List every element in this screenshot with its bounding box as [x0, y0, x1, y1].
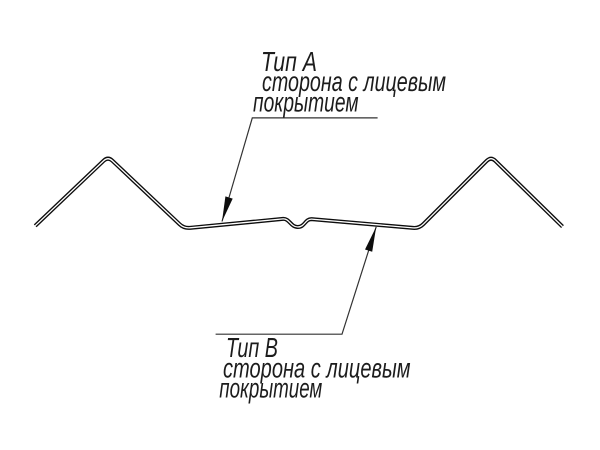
svg-text:Тип А: Тип А: [261, 46, 317, 77]
svg-text:покрытием: покрытием: [253, 86, 359, 117]
svg-text:Тип В: Тип В: [226, 332, 278, 363]
svg-text:сторона с лицевым: сторона с лицевым: [262, 66, 446, 97]
svg-text:покрытием: покрытием: [219, 372, 322, 403]
svg-text:сторона с лицевым: сторона с лицевым: [223, 353, 411, 384]
